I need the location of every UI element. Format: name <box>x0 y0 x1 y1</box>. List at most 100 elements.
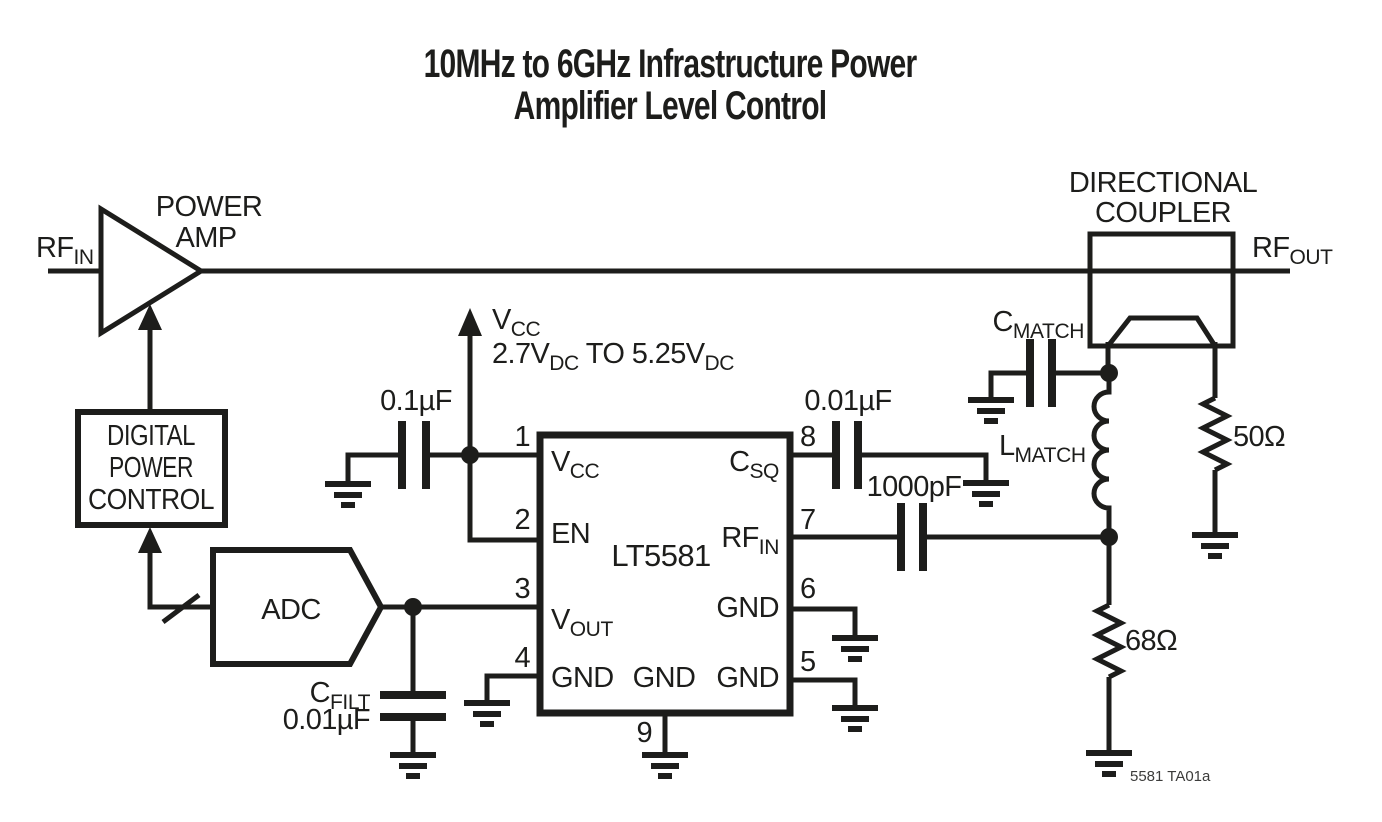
ic-pin2-name: EN <box>551 518 590 550</box>
power-amp-label-2: AMP <box>175 222 236 254</box>
pin5-ground-net <box>790 677 878 729</box>
rf-out-label: RFOUT <box>1252 232 1333 269</box>
ground-symbol <box>1192 535 1238 556</box>
digital-power-control: DIGITAL POWER CONTROL <box>75 409 228 528</box>
lmatch-inductor: LMATCH <box>999 373 1118 546</box>
ic-pin5-name: GND <box>716 662 779 694</box>
dpc-label-2: POWER <box>109 452 193 484</box>
ic-pin6-number: 6 <box>800 573 816 605</box>
power-amp: POWER AMP <box>98 191 263 413</box>
ic-part-number: LT5581 <box>611 538 710 573</box>
adc: ADC <box>138 527 540 667</box>
rfin-coupling-net: 1000pF <box>790 471 1109 571</box>
vcc-supply-label: VCC <box>492 304 541 341</box>
adc-to-dpc-arrowhead <box>138 527 162 553</box>
ic-pin3-number: 3 <box>514 573 530 605</box>
c-filt-value: 0.01µF <box>283 704 370 736</box>
c-filt-plates <box>380 691 446 721</box>
ic-lt5581: LT5581 VCC EN VOUT GND GND GND GND RFIN … <box>514 421 816 749</box>
l-match-coil <box>1091 373 1112 537</box>
csq-capacitor-net: 0.01µF <box>790 385 1009 504</box>
ic-pin8-number: 8 <box>800 421 816 453</box>
ic-pin1-number: 1 <box>514 421 530 453</box>
pin5-wire <box>790 677 858 705</box>
c-coupling-value: 1000pF <box>867 471 962 503</box>
title-line1: 10MHz to 6GHz Infrastructure Power <box>424 42 918 86</box>
ground-symbol <box>968 400 1014 421</box>
c-bypass-value: 0.1µF <box>380 385 452 417</box>
ground-symbol <box>832 708 878 729</box>
c-bypass-plates <box>398 421 430 489</box>
r-shunt-zigzag <box>1097 605 1121 677</box>
ic-pin7-number: 7 <box>800 504 816 536</box>
c-match-label: CMATCH <box>993 306 1084 343</box>
pin9-ground-net <box>642 713 688 776</box>
directional-coupler: DIRECTIONAL COUPLER <box>1069 167 1258 349</box>
ic-pin7-name: RFIN <box>721 522 779 559</box>
ground-symbol <box>832 638 878 659</box>
ic-pin9-number: 9 <box>636 717 652 749</box>
ic-pin4-name: GND <box>551 662 614 694</box>
rf-output-net: RFOUT <box>1252 232 1334 269</box>
c-filt-label: CFILT <box>310 677 371 714</box>
cfilt-net: CFILT 0.01µF <box>283 607 446 776</box>
c-coupling-plates <box>897 503 927 571</box>
pin4-wire <box>484 673 540 700</box>
coupler-box <box>1087 231 1236 349</box>
doc-reference: 5581 TA01a <box>1130 768 1211 785</box>
gain-control-arrowhead <box>138 304 162 330</box>
rf-input-net: RFIN <box>36 232 101 274</box>
pin6-wire <box>790 606 858 635</box>
vcc-junction-dot <box>461 446 479 464</box>
coupled-line-trapezoid <box>1106 315 1218 348</box>
ground-symbol <box>325 484 371 505</box>
pin4-ground-net <box>464 673 540 724</box>
rf-in-label: RFIN <box>36 232 94 269</box>
ground-symbol <box>642 755 688 776</box>
dpc-label-1: DIGITAL <box>107 420 195 452</box>
coupler-label-1: DIRECTIONAL <box>1069 167 1258 199</box>
ic-pin1-name: VCC <box>551 446 600 483</box>
ic-pin6-name: GND <box>716 592 779 624</box>
ground-symbol <box>464 703 510 724</box>
cmatch-net: CMATCH <box>968 306 1118 421</box>
vcc-supply-net: VCC 2.7VDC TO 5.25VDC <box>430 304 735 543</box>
coupler-label-2: COUPLER <box>1095 197 1231 229</box>
ic-pin9-name: GND <box>633 662 696 694</box>
r-shunt-value: 68Ω <box>1125 625 1177 657</box>
ground-symbol <box>963 483 1009 504</box>
title-line2: Amplifier Level Control <box>514 84 827 128</box>
power-amp-triangle <box>98 204 206 338</box>
ic-pin4-number: 4 <box>514 642 530 674</box>
c-bypass-gnd-wire <box>345 452 398 481</box>
c-sq-plates <box>832 421 862 489</box>
c-sq-value: 0.01µF <box>804 385 891 417</box>
vcc-to-pins-wire <box>430 452 540 543</box>
adc-to-dpc-wire <box>147 553 213 610</box>
vcc-arrowhead <box>458 308 482 336</box>
adc-shape <box>210 547 385 667</box>
pin6-ground-net <box>790 606 878 659</box>
dpc-box <box>75 409 228 528</box>
bus-slash <box>161 593 201 624</box>
title: 10MHz to 6GHz Infrastructure Power Ampli… <box>424 42 918 128</box>
c-match-plates <box>1026 339 1056 407</box>
ic-pin2-number: 2 <box>514 504 530 536</box>
vcc-range-label: 2.7VDC TO 5.25VDC <box>492 338 734 375</box>
adc-label: ADC <box>261 594 320 626</box>
ground-symbol <box>390 755 436 776</box>
ic-pin3-name: VOUT <box>551 604 613 641</box>
shunt-68ohm: 68Ω <box>1086 537 1178 774</box>
dpc-label-3: CONTROL <box>88 484 214 516</box>
ground-symbol <box>1086 753 1132 774</box>
csq-wire-right <box>862 452 989 480</box>
bypass-capacitor-0p1uf: 0.1µF <box>325 385 452 505</box>
r-termination-zigzag <box>1203 398 1227 470</box>
ic-pin8-name: CSQ <box>729 446 779 483</box>
c-match-wire-left <box>988 370 1026 397</box>
r-termination-value: 50Ω <box>1233 421 1285 453</box>
power-amp-label-1: POWER <box>156 191 263 223</box>
ic-pin5-number: 5 <box>800 646 816 678</box>
